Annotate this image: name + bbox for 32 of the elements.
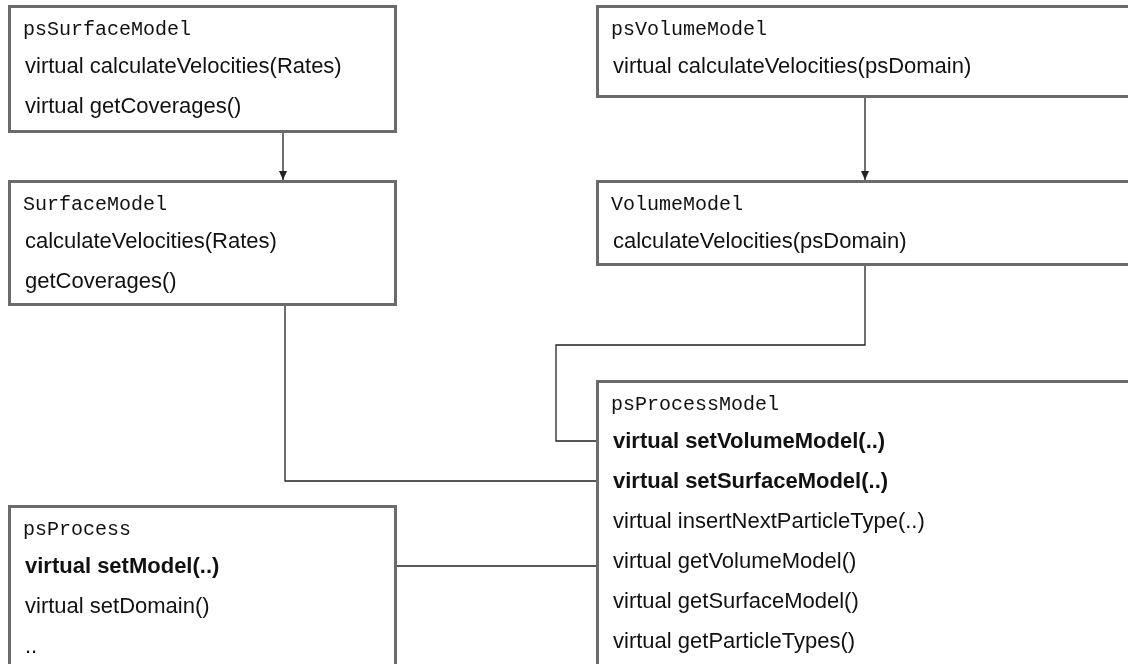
method-text: .. <box>24 632 38 660</box>
class-name: psSurfaceModel <box>23 17 192 43</box>
class-name: psProcess <box>23 517 132 543</box>
class-box <box>596 180 1128 266</box>
method-text: virtual setVolumeModel(..) <box>612 427 886 455</box>
class-box <box>596 5 1128 98</box>
method-text: virtual getVolumeModel() <box>612 547 857 575</box>
class-name: psProcessModel <box>611 392 780 418</box>
method-text: virtual setDomain() <box>24 592 210 620</box>
method-text: virtual setSurfaceModel(..) <box>612 467 889 495</box>
connector-line <box>555 265 866 442</box>
class-name: psVolumeModel <box>611 17 768 43</box>
connector-line <box>284 305 597 482</box>
connector-line <box>396 565 597 567</box>
arrow <box>279 132 287 181</box>
class-box <box>8 505 397 664</box>
arrow <box>861 97 869 181</box>
class-box <box>8 5 397 133</box>
class-name: SurfaceModel <box>23 192 168 218</box>
method-text: virtual getSurfaceModel() <box>612 587 859 615</box>
method-text: virtual insertNextParticleType(..) <box>612 507 925 535</box>
method-text: calculateVelocities(Rates) <box>24 227 277 255</box>
method-text: virtual getParticleTypes() <box>612 627 856 655</box>
method-text: virtual setModel(..) <box>24 552 220 580</box>
method-text: getCoverages() <box>24 267 177 295</box>
class-name: VolumeModel <box>611 192 744 218</box>
method-text: calculateVelocities(psDomain) <box>612 227 907 255</box>
class-box <box>8 180 397 306</box>
class-box <box>596 380 1128 664</box>
method-text: virtual getCoverages() <box>24 92 242 120</box>
method-text: virtual calculateVelocities(Rates) <box>24 52 342 80</box>
method-text: virtual calculateVelocities(psDomain) <box>612 52 972 80</box>
